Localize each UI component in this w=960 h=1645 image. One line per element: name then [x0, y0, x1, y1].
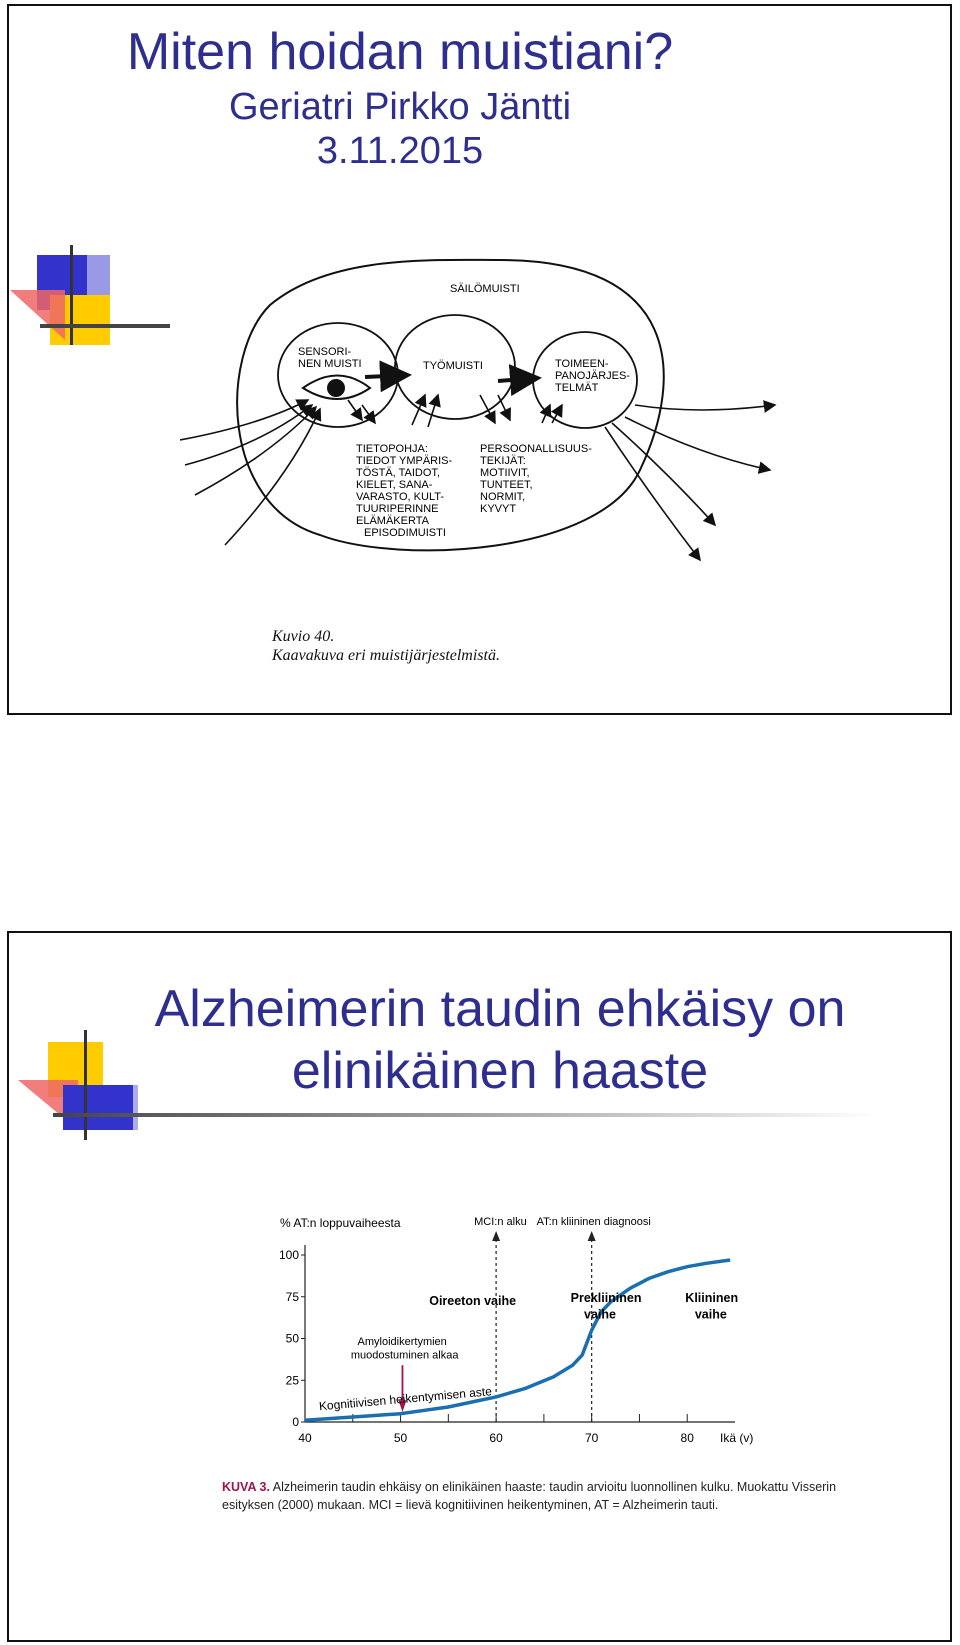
- figure-3-caption: KUVA 3. Alzheimerin taudin ehkäisy on el…: [222, 1478, 862, 1514]
- svg-text:TUURIPERINNE: TUURIPERINNE: [356, 503, 439, 515]
- x-axis-label: Ikä (v): [720, 1431, 753, 1445]
- svg-text:TOIMEEN-: TOIMEEN-: [555, 358, 609, 370]
- x-tick-label: 50: [394, 1431, 408, 1445]
- phase-preclinical-l1: Prekliininen: [571, 1291, 642, 1305]
- svg-text:TIETOPOHJA:: TIETOPOHJA:: [356, 443, 428, 455]
- kuva-text: Alzheimerin taudin ehkäisy on elinikäine…: [222, 1480, 837, 1512]
- slide-decoration-2: [18, 1030, 878, 1140]
- eye-icon: [301, 374, 372, 400]
- figure-caption-text: Kaavakuva eri muistijärjestelmistä.: [272, 647, 500, 664]
- phase-asymptomatic: Oireeton vaihe: [429, 1294, 516, 1308]
- cognitive-label: Kognitiivisen heikentymisen aste: [318, 1384, 492, 1413]
- amyloid-arrowhead: [398, 1400, 407, 1412]
- slide-1-date: 3.11.2015: [316, 130, 484, 172]
- y-tick-label: 75: [286, 1290, 300, 1304]
- vline-arrow-0: [492, 1231, 501, 1241]
- outer-ellipse: [236, 258, 665, 552]
- svg-text:KYVYT: KYVYT: [480, 503, 516, 515]
- svg-text:TIEDOT YMPÄRIS-: TIEDOT YMPÄRIS-: [356, 455, 453, 467]
- x-tick-label: 70: [585, 1431, 599, 1445]
- phase-preclinical-l2: vaihe: [584, 1307, 616, 1321]
- alzheimer-progression-chart: 0 25 50 75 100 40 50 60 70 80 Ikä (v) % AT:n loppuv…: [280, 1216, 753, 1445]
- svg-text:VARASTO, KULT-: VARASTO, KULT-: [356, 491, 444, 503]
- svg-text:NORMIT,: NORMIT,: [480, 491, 525, 503]
- y-tick-label: 25: [286, 1373, 300, 1387]
- memory-systems-diagram: SÄILÖMUISTI SENSORI- NEN MUISTI TYÖMUIST…: [180, 258, 777, 562]
- slide-2: [7, 931, 952, 1642]
- vline-label-1: AT:n kliininen diagnoosi: [537, 1216, 651, 1228]
- kuva-label: KUVA 3.: [222, 1480, 270, 1494]
- slide-1-subtitle: Geriatri Pirkko Jäntti: [228, 86, 572, 128]
- knowledge-text: TIETOPOHJA: TIEDOT YMPÄRIS- TÖSTÄ, TAIDO…: [356, 443, 453, 539]
- svg-text:SENSORI-: SENSORI-: [298, 346, 352, 358]
- y-axis-label: % AT:n loppuvaiheesta: [280, 1216, 401, 1230]
- slide-1-title: Miten hoidan muistiani?: [126, 23, 674, 81]
- phase-clinical-l1: Kliininen: [685, 1291, 738, 1305]
- svg-text:ELÄMÄKERTA: ELÄMÄKERTA: [356, 515, 430, 527]
- svg-text:PERSOONALLISUUS-: PERSOONALLISUUS-: [480, 443, 592, 455]
- svg-text:TÖSTÄ, TAIDOT,: TÖSTÄ, TAIDOT,: [356, 467, 440, 479]
- personality-text: PERSOONALLISUUS- TEKIJÄT: MOTIIVIT, TUNT…: [480, 443, 592, 515]
- amyloid-label-l1: Amyloidikertymien: [358, 1336, 447, 1348]
- svg-text:EPISODIMUISTI: EPISODIMUISTI: [364, 527, 446, 539]
- svg-text:TEKIJÄT:: TEKIJÄT:: [480, 455, 526, 467]
- svg-text:TUNTEET,: TUNTEET,: [480, 479, 533, 491]
- y-tick-label: 0: [292, 1415, 299, 1429]
- x-tick-label: 80: [681, 1431, 695, 1445]
- slide-1: [7, 4, 952, 715]
- svg-text:TELMÄT: TELMÄT: [555, 382, 599, 394]
- svg-text:KIELET, SANA-: KIELET, SANA-: [356, 479, 433, 491]
- figure-caption-number: Kuvio 40.: [272, 628, 335, 645]
- sailomuisti-label: SÄILÖMUISTI: [450, 283, 520, 295]
- progression-curve: [304, 1258, 731, 1423]
- slide-decoration-1: [10, 245, 170, 345]
- vline-arrow-1: [587, 1231, 596, 1241]
- slide-2-title-line1: Alzheimerin taudin ehkäisy on: [154, 980, 846, 1038]
- amyloid-label-l2: muodostuminen alkaa: [351, 1350, 460, 1362]
- svg-text:TYÖMUISTI: TYÖMUISTI: [423, 360, 483, 372]
- vline-label-0: MCI:n alku: [474, 1216, 527, 1228]
- x-tick-label: 60: [489, 1431, 503, 1445]
- y-tick-label: 100: [280, 1248, 299, 1262]
- y-tick-label: 50: [286, 1332, 300, 1346]
- phase-clinical-l2: vaihe: [695, 1307, 727, 1321]
- x-tick-label: 40: [298, 1431, 312, 1445]
- svg-text:PANOJÄRJES-: PANOJÄRJES-: [555, 370, 630, 382]
- slide-2-title-line2: elinikäinen haaste: [291, 1042, 709, 1100]
- svg-text:NEN MUISTI: NEN MUISTI: [298, 358, 362, 370]
- svg-text:MOTIIVIT,: MOTIIVIT,: [480, 467, 530, 479]
